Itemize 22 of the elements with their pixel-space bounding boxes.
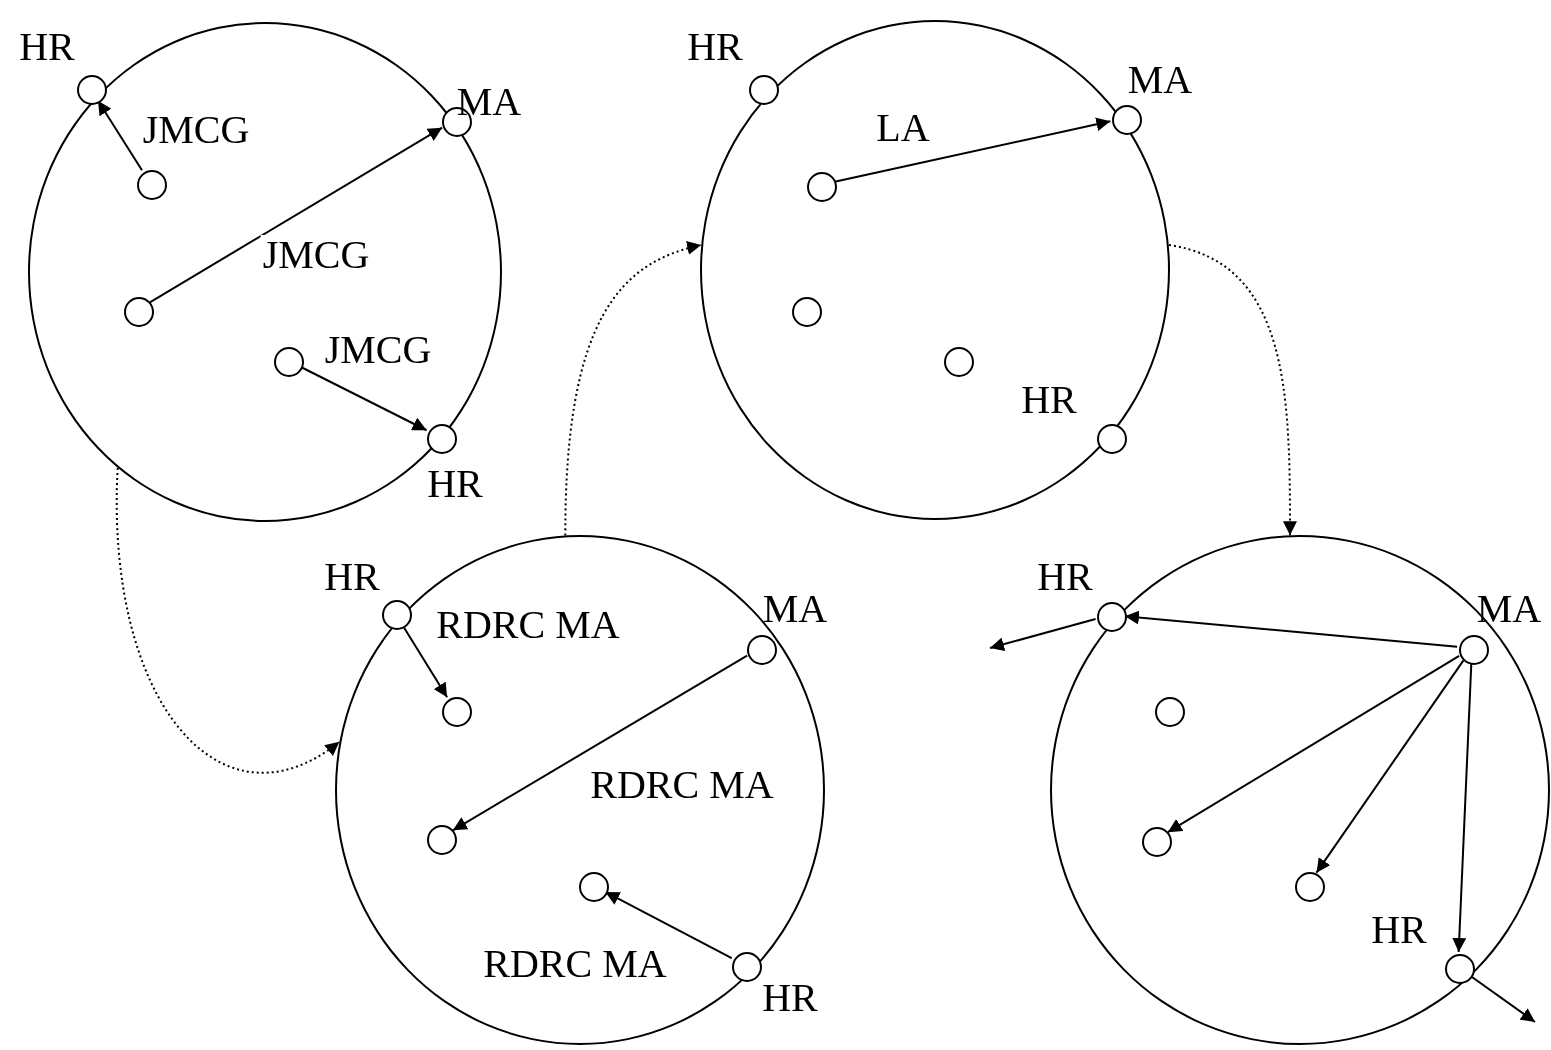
arrow (148, 126, 444, 304)
node-label: HR (1037, 557, 1093, 597)
node-label: MA (1476, 589, 1542, 629)
node-label: HR (1371, 910, 1427, 950)
arrow (989, 618, 1097, 652)
node-label: MA (762, 589, 828, 629)
node-label: HR (762, 978, 818, 1018)
arrow (833, 117, 1112, 183)
node-label: HR (687, 27, 743, 67)
arrow (1166, 654, 1461, 834)
node-label: HR (19, 27, 75, 67)
node-label: HR (427, 464, 483, 504)
node-label: HR (324, 557, 380, 597)
dotted-arrow (564, 241, 703, 537)
node-label: MA (1127, 60, 1193, 100)
node-label: HR (1021, 380, 1077, 420)
dotted-arrow (116, 466, 341, 774)
node-label: MA (456, 82, 522, 122)
arrow (451, 654, 749, 832)
dotted-arrow (1167, 244, 1297, 537)
arrow (1315, 659, 1465, 874)
arrow (1452, 662, 1473, 953)
